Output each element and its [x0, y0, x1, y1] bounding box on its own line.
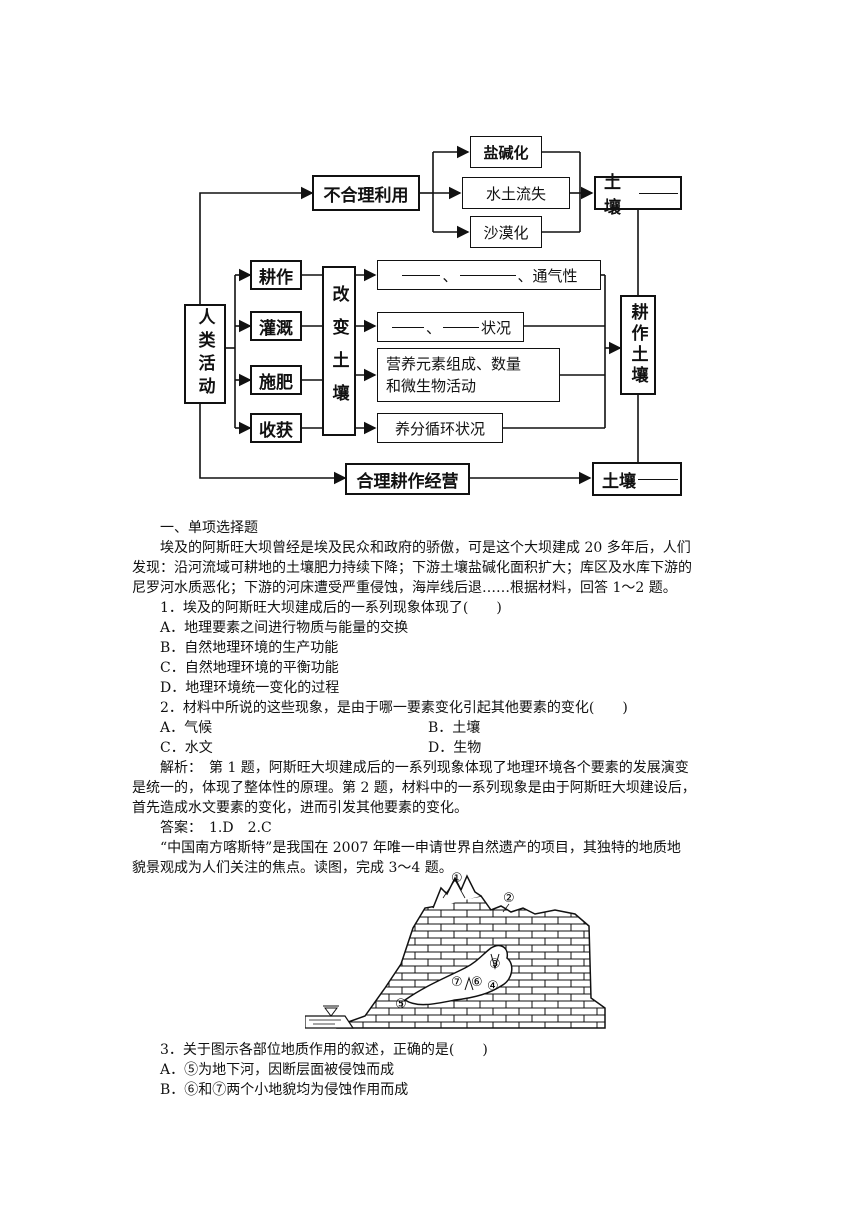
salinization-label: 盐碱化: [483, 143, 529, 162]
result-harvest-box: 养分循环状况: [377, 413, 503, 443]
option: B．⑥和⑦两个小地貌均为侵蚀作用而成: [160, 1082, 409, 1098]
cave-label-5: ⑤: [395, 997, 407, 1012]
r2-sep: 、: [425, 318, 441, 337]
fertilize-box: 施肥: [250, 365, 302, 395]
cave-label-4: ④: [487, 979, 499, 994]
rational-label: 合理耕作经营: [356, 471, 459, 492]
analysis-line: 解析： 第 1 题，阿斯旺大坝建成后的一系列现象体现了地理环境各个要素的发展演变: [160, 760, 689, 776]
r1-sep: 、: [442, 266, 458, 285]
option: A．地理要素之间进行物质与能量的交换: [160, 620, 409, 636]
desertification-label: 沙漠化: [483, 223, 529, 242]
answer-line: 答案： 1.D 2.C: [160, 820, 272, 836]
salinization-box: 盐碱化: [470, 136, 542, 168]
question-block-2: 3．关于图示各部位地质作用的叙述，正确的是( ) A．⑤为地下河，因断层面被侵蚀…: [132, 1040, 742, 1100]
cave-label-1: ①: [451, 871, 463, 886]
result-fertilize-box: 营养元素组成、数量 和微生物活动: [377, 348, 560, 402]
passage-line: 貌景观成为人们关注的焦点。读图，完成 3～4 题。: [132, 860, 453, 876]
human-activity-label: 人类活动: [194, 308, 215, 400]
cave-label-6: ⑥: [471, 975, 483, 990]
desertification-box: 沙漠化: [470, 216, 542, 248]
soil-top-box: 土壤: [594, 173, 682, 218]
question-2: 2．材料中所说的这些现象，是由于哪一要素变化引起其他要素的变化( ): [160, 700, 628, 716]
soil-flow-diagram: 不合理利用 盐碱化 水土流失 沙漠化 土壤 人类活动 耕作 灌溉 施肥 收获 改…: [180, 130, 690, 505]
soil-erosion-label: 水土流失: [485, 184, 546, 203]
blank: [638, 478, 678, 480]
blank: [402, 274, 441, 276]
cave-label-3: ③: [489, 957, 501, 972]
cave-label-7: ⑦: [451, 975, 463, 990]
tillage-label: 耕作: [259, 267, 293, 288]
result-irrigation-box: 、 状况: [377, 312, 524, 342]
option: C．水文: [160, 740, 213, 756]
question-block-1: 一、单项选择题 埃及的阿斯旺大坝曾经是埃及民众和政府的骄傲，可是这个大坝建成 2…: [132, 518, 742, 878]
r1-suffix: 、通气性: [517, 266, 578, 285]
q2-options-row: C．水文 D．生物: [132, 738, 742, 758]
karst-cave-diagram: ① ② ③ ④ ⑤ ⑥ ⑦: [304, 868, 610, 1040]
harvest-label: 收获: [259, 420, 293, 441]
irrigation-label: 灌溉: [259, 318, 293, 339]
cave-label-2: ②: [503, 891, 515, 906]
r3-line2: 和微生物活动: [386, 377, 477, 395]
irrigation-box: 灌溉: [250, 311, 302, 341]
passage-line: 尼罗河水质恶化；下游的河床遭受严重侵蚀，海岸线后退……根据材料，回答 1～2 题…: [132, 580, 677, 596]
analysis-line: 是统一的，体现了整体性的原理。第 2 题，材料中的一系列现象是由于阿斯旺大坝建设…: [132, 780, 696, 796]
blank: [639, 192, 678, 194]
tillage-box: 耕作: [250, 260, 302, 290]
option: A．气候: [160, 720, 213, 736]
misuse-label: 不合理利用: [323, 185, 409, 206]
harvest-box: 收获: [250, 413, 302, 443]
result-tillage-box: 、 、通气性: [377, 260, 601, 290]
modify-soil-label: 改变土壤: [328, 285, 349, 417]
question-1: 1．埃及的阿斯旺大坝建成后的一系列现象体现了( ): [160, 600, 502, 616]
option: B．土壤: [428, 720, 481, 736]
soil-erosion-box: 水土流失: [462, 177, 570, 209]
analysis-line: 首先造成水文要素的变化，进而引发其他要素的变化。: [132, 800, 468, 816]
blank: [443, 326, 479, 328]
karst-cave-drawing: ① ② ③ ④ ⑤ ⑥ ⑦: [304, 871, 606, 1029]
soil-top-label: 土壤: [604, 173, 621, 218]
flow-connectors: [199, 145, 639, 485]
r2-suffix: 状况: [481, 318, 512, 337]
arable-soil-label: 耕作土壤: [627, 303, 648, 387]
option: D．地理环境统一变化的过程: [160, 680, 340, 696]
option: A．⑤为地下河，因断层面被侵蚀而成: [160, 1062, 395, 1078]
soil-bottom-box: 土壤: [592, 462, 682, 496]
blank: [459, 274, 516, 276]
rational-box: 合理耕作经营: [345, 463, 470, 495]
r3-line1: 营养元素组成、数量: [386, 355, 522, 373]
human-activity-box: 人类活动: [184, 304, 226, 404]
q2-options-row: A．气候 B．土壤: [132, 718, 742, 738]
fertilize-label: 施肥: [259, 372, 293, 393]
section-title: 一、单项选择题: [160, 520, 258, 536]
blank: [391, 326, 424, 328]
soil-bottom-label: 土壤: [602, 471, 636, 492]
passage-line: “中国南方喀斯特”是我国在 2007 年唯一申请世界自然遗产的项目，其独特的地质…: [160, 840, 681, 856]
option: B．自然地理环境的生产功能: [160, 640, 339, 656]
r4-label: 养分循环状况: [394, 419, 485, 438]
passage-line: 发现：沿河流域可耕地的土壤肥力持续下降；下游土壤盐碱化面积扩大；库区及水库下游的: [132, 560, 692, 576]
misuse-box: 不合理利用: [312, 175, 420, 211]
passage-line: 埃及的阿斯旺大坝曾经是埃及民众和政府的骄傲，可是这个大坝建成 20 多年后，人们: [160, 540, 691, 556]
question-3: 3．关于图示各部位地质作用的叙述，正确的是( ): [160, 1042, 488, 1058]
modify-soil-box: 改变土壤: [322, 266, 356, 436]
arable-soil-box: 耕作土壤: [620, 295, 656, 395]
option: D．生物: [428, 740, 482, 756]
option: C．自然地理环境的平衡功能: [160, 660, 339, 676]
